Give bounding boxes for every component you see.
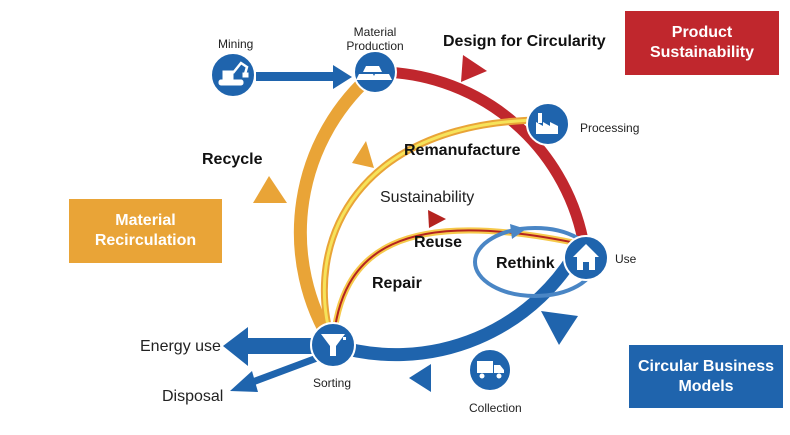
design-label: Design for Circularity — [443, 33, 606, 50]
design-arrowhead — [461, 55, 487, 82]
material-recirculation-box: Material Recirculation — [69, 199, 222, 263]
material-recirculation-line-2: Recirculation — [94, 232, 197, 249]
reuse-label: Reuse — [414, 234, 463, 251]
processing-label: Processing — [580, 121, 640, 135]
disposal-label: Disposal — [162, 388, 224, 405]
material-production-line-1: Material — [353, 25, 397, 39]
mining-arrow — [256, 72, 340, 81]
use-node — [563, 235, 609, 281]
truck-icon — [477, 361, 504, 379]
repair-label: Repair — [372, 275, 422, 292]
circular-business-models-box: Circular Business Models — [629, 345, 783, 408]
reuse-arrowhead — [428, 210, 446, 228]
use-label: Use — [615, 252, 637, 266]
sorting-node — [310, 322, 356, 368]
processing-node — [526, 102, 570, 146]
sorting-label: Sorting — [313, 376, 352, 390]
sustainability-label: Sustainability — [380, 189, 475, 206]
recycle-arrowhead — [253, 176, 287, 203]
rethink-arrowhead — [510, 224, 526, 239]
business-arc — [331, 237, 589, 362]
energy-use-label: Energy use — [140, 338, 221, 355]
gold-bars-icon — [356, 66, 392, 80]
business-arrowhead-2 — [409, 364, 431, 392]
recycle-label: Recycle — [202, 151, 263, 168]
remanufacture-arrowhead — [352, 141, 374, 168]
excavator-icon — [218, 61, 249, 86]
circular-business-models-line-2: Models — [678, 377, 734, 395]
collection-label: Collection — [469, 401, 522, 415]
remanufacture-label: Remanufacture — [404, 142, 521, 159]
funnel-icon — [321, 334, 346, 356]
circular-business-models-line-1: Circular Business — [637, 357, 775, 375]
recycle-arc — [293, 67, 380, 349]
collection-node — [468, 348, 512, 392]
product-sustainability-line-2: Sustainability — [649, 44, 755, 61]
factory-icon — [536, 113, 558, 134]
house-icon — [573, 244, 599, 270]
material-recirculation-line-1: Material — [115, 212, 176, 229]
product-sustainability-box: Product Sustainability — [625, 11, 779, 75]
mining-label: Mining — [218, 37, 254, 51]
material-production-label: Material Production — [338, 25, 412, 53]
mining-node — [210, 52, 256, 98]
rethink-label: Rethink — [496, 255, 555, 272]
material-production-line-2: Production — [346, 39, 404, 53]
business-arrowhead-1 — [541, 311, 578, 345]
product-sustainability-line-1: Product — [671, 24, 733, 41]
material-production-node — [353, 50, 397, 94]
